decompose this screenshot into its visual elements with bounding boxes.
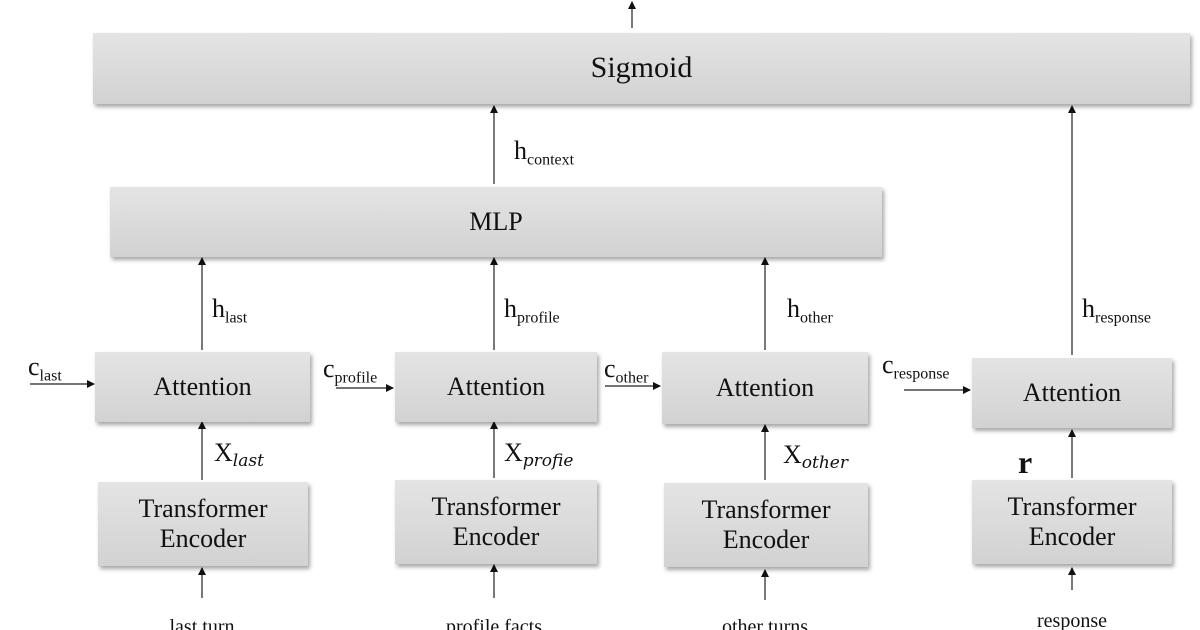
encoder-box-response: Transformer Encoder xyxy=(972,480,1172,564)
encoder-box-last: Transformer Encoder xyxy=(98,482,308,566)
sigmoid-box: Sigmoid xyxy=(93,33,1190,104)
c-other-label: cother xyxy=(604,354,649,387)
attention-label: Attention xyxy=(1022,378,1122,408)
encoder-box-profile: Transformer Encoder xyxy=(395,480,597,564)
attention-label: Attention xyxy=(446,372,546,402)
encoder-label-line2: Encoder xyxy=(722,525,810,554)
h-response-label: hresponse xyxy=(1082,294,1151,327)
h-other-label: hother xyxy=(787,294,833,327)
attention-box-last: Attention xyxy=(95,352,310,422)
input-label-last: last turn xyxy=(169,616,235,630)
attention-box-response: Attention xyxy=(972,358,1172,428)
input-label-profile: profile facts xyxy=(445,616,543,630)
encoder-label-line1: Transformer xyxy=(701,495,831,525)
h-profile-label: hprofile xyxy=(504,294,560,327)
input-label-response: response xyxy=(1037,610,1107,630)
x-other-label: Xother xyxy=(783,440,848,474)
attention-box-other: Attention xyxy=(662,352,868,424)
mlp-box: MLP xyxy=(110,187,882,257)
attention-box-profile: Attention xyxy=(395,352,597,422)
encoder-label-line2: Encoder xyxy=(159,524,247,553)
encoder-label-line2: Encoder xyxy=(1028,522,1116,551)
encoder-box-other: Transformer Encoder xyxy=(664,483,868,567)
attention-label: Attention xyxy=(153,372,252,402)
sigmoid-label: Sigmoid xyxy=(590,51,693,85)
c-last-label: clast xyxy=(28,352,62,385)
encoder-label-line1: Transformer xyxy=(431,492,561,522)
attention-label: Attention xyxy=(715,373,815,403)
x-profile-label: Xprofie xyxy=(504,438,574,472)
h-context-label: hcontext xyxy=(514,136,575,169)
r-label: r xyxy=(1018,444,1033,480)
encoder-label-line1: Transformer xyxy=(138,494,268,524)
encoder-label-line2: Encoder xyxy=(452,522,540,551)
c-response-label: cresponse xyxy=(882,350,950,383)
input-label-other: other turns xyxy=(721,616,809,630)
mlp-label: MLP xyxy=(469,207,523,237)
h-last-label: hlast xyxy=(212,294,248,327)
c-profile-label: cprofile xyxy=(323,354,378,387)
x-last-label: Xlast xyxy=(214,438,264,472)
encoder-label-line1: Transformer xyxy=(1007,492,1137,522)
